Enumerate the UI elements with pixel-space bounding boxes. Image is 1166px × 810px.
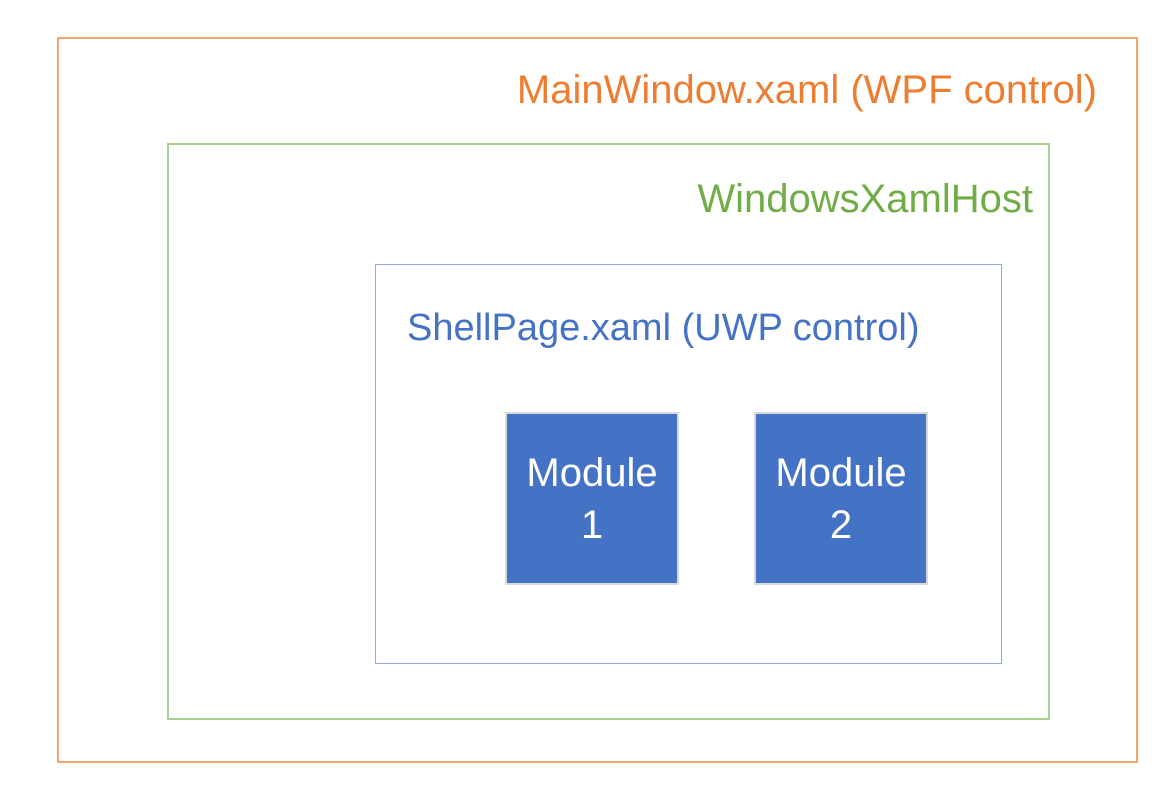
windowsxamlhost-box: WindowsXamlHost ShellPage.xaml (UWP cont… <box>167 143 1050 720</box>
windowsxamlhost-label: WindowsXamlHost <box>697 177 1033 221</box>
module-2-box: Module 2 <box>754 412 928 585</box>
module-2-name: Module <box>775 450 907 495</box>
mainwindow-label: MainWindow.xaml (WPF control) <box>516 68 1097 112</box>
module-1-number: 1 <box>580 502 604 547</box>
module-2-number: 2 <box>829 502 853 547</box>
shellpage-label: ShellPage.xaml (UWP control) <box>407 307 920 349</box>
mainwindow-box: MainWindow.xaml (WPF control) WindowsXam… <box>57 37 1138 763</box>
module-1-box: Module 1 <box>505 412 679 585</box>
module-1-name: Module <box>526 450 658 495</box>
shellpage-box: ShellPage.xaml (UWP control) Module 1 Mo… <box>375 264 1002 664</box>
